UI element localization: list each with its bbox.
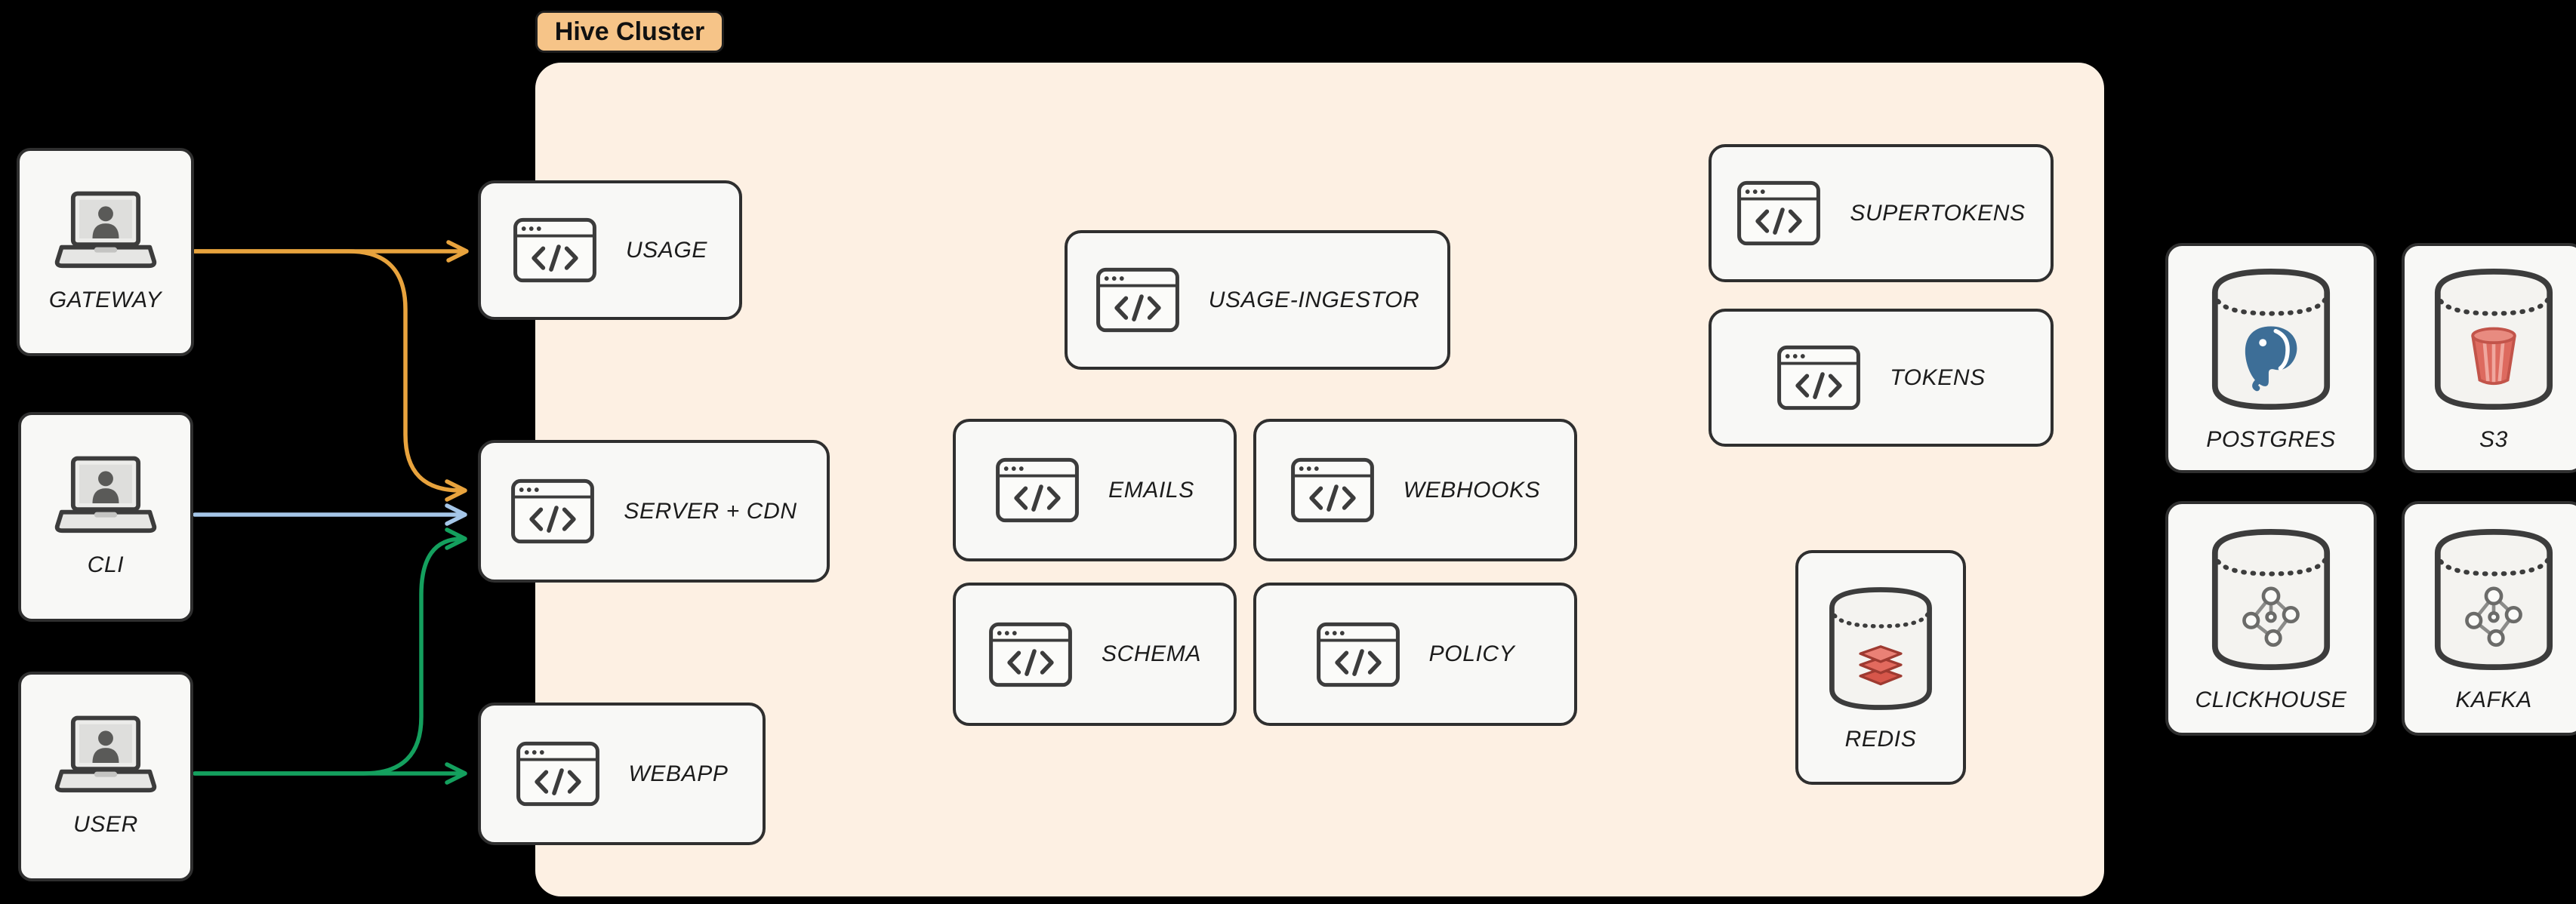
code-window-icon	[516, 741, 600, 807]
s3-database-icon	[2430, 263, 2558, 415]
service-label: USAGE	[625, 237, 708, 263]
code-window-icon	[1776, 345, 1861, 410]
service-node-emails: EMAILS	[953, 419, 1237, 561]
service-label: EMAILS	[1108, 477, 1194, 503]
code-window-icon	[510, 478, 595, 544]
datastore-label: POSTGRES	[2206, 427, 2336, 452]
code-window-icon	[1736, 180, 1821, 246]
service-label: SCHEMA	[1102, 641, 1201, 666]
arrow-gateway-to-server-cdn	[193, 249, 467, 502]
code-window-icon	[1290, 457, 1375, 523]
service-node-tokens: TOKENS	[1709, 309, 2054, 447]
service-label: USAGE-INGESTOR	[1208, 287, 1420, 312]
redis-database-icon	[1825, 583, 1937, 715]
service-label: TOKENS	[1890, 364, 1986, 390]
datastore-node-postgres: POSTGRES	[2165, 243, 2377, 473]
laptop-icon	[53, 191, 159, 275]
service-label: SUPERTOKENS	[1850, 200, 2026, 226]
service-label: WEBAPP	[628, 761, 729, 786]
code-window-icon	[1316, 622, 1400, 687]
service-node-schema: SCHEMA	[953, 583, 1237, 726]
service-node-webapp: WEBAPP	[478, 703, 766, 845]
clickhouse-database-icon	[2207, 524, 2335, 675]
service-node-server-cdn: SERVER + CDN	[478, 440, 830, 583]
code-window-icon	[988, 622, 1073, 687]
arrow-user-to-server-cdn	[193, 527, 467, 776]
service-node-usage: USAGE	[478, 180, 742, 320]
datastore-label: REDIS	[1844, 727, 1917, 752]
service-label: WEBHOOKS	[1403, 477, 1541, 503]
client-label: GATEWAY	[48, 287, 162, 312]
hive-cluster-badge: Hive Cluster	[535, 11, 724, 53]
service-node-redis: REDIS	[1795, 550, 1966, 785]
laptop-icon	[53, 715, 159, 800]
datastore-label: CLICKHOUSE	[2195, 687, 2347, 712]
laptop-icon	[53, 456, 159, 540]
client-label: USER	[73, 812, 138, 837]
datastore-node-clickhouse: CLICKHOUSE	[2165, 501, 2377, 736]
service-node-usage-ingestor: USAGE-INGESTOR	[1065, 230, 1450, 370]
service-label: POLICY	[1428, 641, 1515, 666]
datastore-node-s3: S3	[2402, 243, 2576, 473]
service-node-webhooks: WEBHOOKS	[1253, 419, 1577, 561]
client-node-gateway: GATEWAY	[17, 148, 194, 356]
client-node-user: USER	[18, 672, 193, 881]
postgres-database-icon	[2207, 263, 2335, 415]
code-window-icon	[995, 457, 1080, 523]
datastore-label: KAFKA	[2455, 687, 2532, 712]
client-node-cli: CLI	[18, 412, 193, 622]
client-label: CLI	[87, 552, 125, 577]
datastore-node-kafka: KAFKA	[2402, 501, 2576, 736]
code-window-icon	[1095, 267, 1180, 333]
service-node-policy: POLICY	[1253, 583, 1577, 726]
service-node-supertokens: SUPERTOKENS	[1709, 144, 2054, 282]
hive-cluster-label: Hive Cluster	[554, 17, 705, 46]
service-label: SERVER + CDN	[624, 498, 797, 524]
code-window-icon	[513, 217, 597, 283]
datastore-label: S3	[2479, 427, 2508, 452]
kafka-database-icon	[2430, 524, 2558, 675]
